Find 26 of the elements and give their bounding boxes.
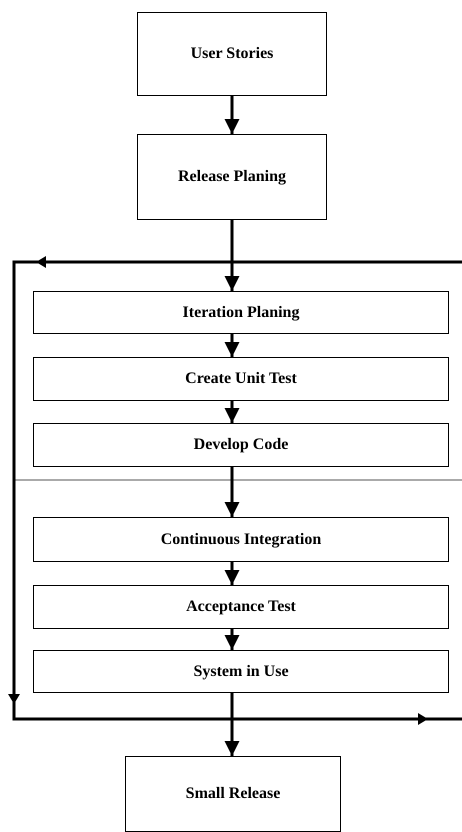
process-box [33,517,449,562]
box-label: Continuous Integration [160,530,322,548]
arrow [224,562,240,585]
arrow [224,629,240,650]
arrow [224,96,240,134]
arrow [224,334,240,357]
arrow [224,401,240,423]
process-box [33,357,449,401]
box-label: Acceptance Test [186,598,296,616]
box-label: Iteration Planing [182,304,300,322]
box-label: User Stories [190,45,274,63]
process-box [33,423,449,467]
box-label: System in Use [193,662,289,680]
box-label: Release Planing [178,168,286,186]
arrow [224,467,240,517]
process-box [125,756,341,832]
process-box [137,134,327,220]
arrow [224,693,240,756]
process-box [137,12,327,96]
arrow [224,220,240,291]
box-label: Create Unit Test [185,370,297,388]
process-box [33,291,449,334]
box-label: Small Release [186,785,280,803]
process-box [33,585,449,629]
process-box [33,650,449,693]
box-label: Develop Code [194,436,288,454]
